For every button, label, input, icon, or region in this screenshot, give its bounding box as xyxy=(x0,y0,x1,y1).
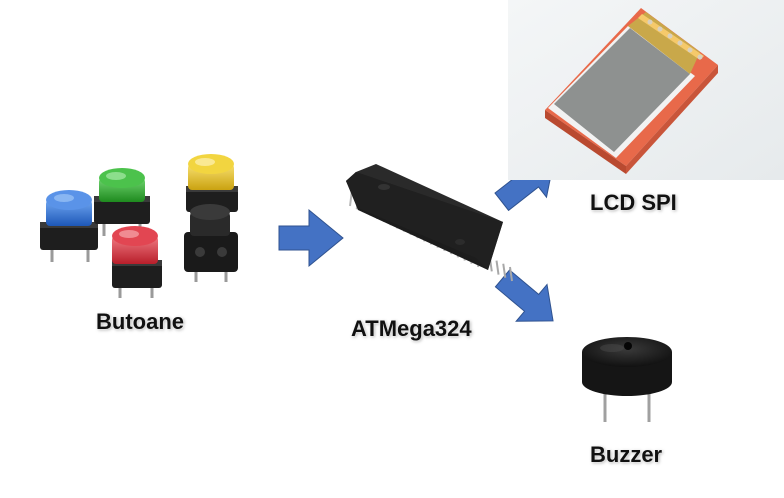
arrow-buttons-to-mcu xyxy=(278,208,344,268)
buzzer-photo xyxy=(582,337,672,422)
blue-button-icon xyxy=(40,190,98,262)
chip-pin xyxy=(495,260,500,275)
lcd-module-photo xyxy=(508,0,784,180)
chip-pin xyxy=(502,263,507,278)
microcontroller-chip-icon xyxy=(346,164,513,282)
buzzer-label: Buzzer xyxy=(590,442,663,467)
green-button-icon xyxy=(94,168,150,236)
buttons-label: Butoane xyxy=(96,309,184,334)
mcu-label: ATMega324 xyxy=(351,316,472,341)
arrow-mcu-to-buzzer xyxy=(494,269,554,322)
lcd-label: LCD SPI xyxy=(590,190,677,215)
chip-pin xyxy=(509,266,513,282)
red-button-icon xyxy=(112,226,162,298)
push-buttons-photo xyxy=(40,154,238,298)
black-button-icon xyxy=(184,204,238,282)
